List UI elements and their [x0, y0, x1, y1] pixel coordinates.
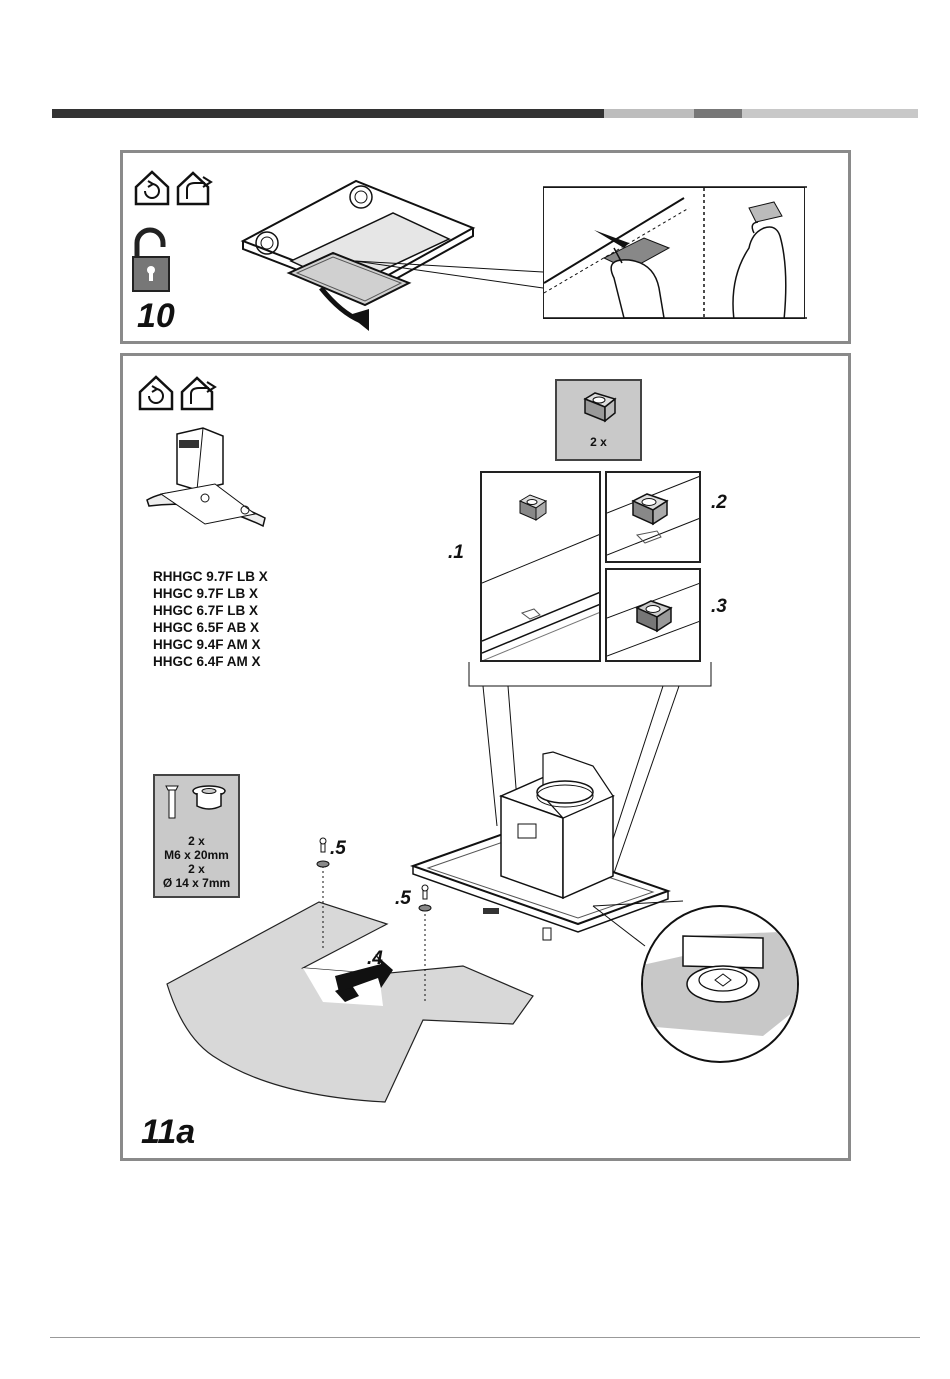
header-bar-dark [52, 109, 604, 118]
screw-spacer-kit: 2 x M6 x 20mm 2 x Ø 14 x 7mm [153, 774, 240, 898]
step-11a-panel: RHHGC 9.7F LB X HHGC 9.7F LB X HHGC 6.7F… [120, 353, 851, 1161]
label-5b: .5 [395, 888, 411, 910]
screw-icon [165, 784, 179, 820]
header-bar-mid [694, 109, 742, 118]
step-10-panel: 10 [120, 150, 851, 344]
screw-kit-line-2: M6 x 20mm [155, 848, 238, 863]
screw-kit-line-3: 2 x [155, 862, 238, 877]
hood-body-illustration [123, 356, 854, 1164]
label-5a: .5 [330, 838, 346, 860]
screw-kit-line-4: Ø 14 x 7mm [155, 876, 238, 891]
screw-kit-line-1: 2 x [155, 834, 238, 849]
spacer-icon [191, 784, 227, 814]
header-bar-light [604, 109, 694, 118]
step-number-11a: 11a [141, 1113, 195, 1152]
label-4: .4 [367, 948, 383, 970]
header-bar-light-end [742, 109, 918, 118]
detail-box-lines [543, 187, 833, 319]
footer-rule [50, 1337, 920, 1338]
